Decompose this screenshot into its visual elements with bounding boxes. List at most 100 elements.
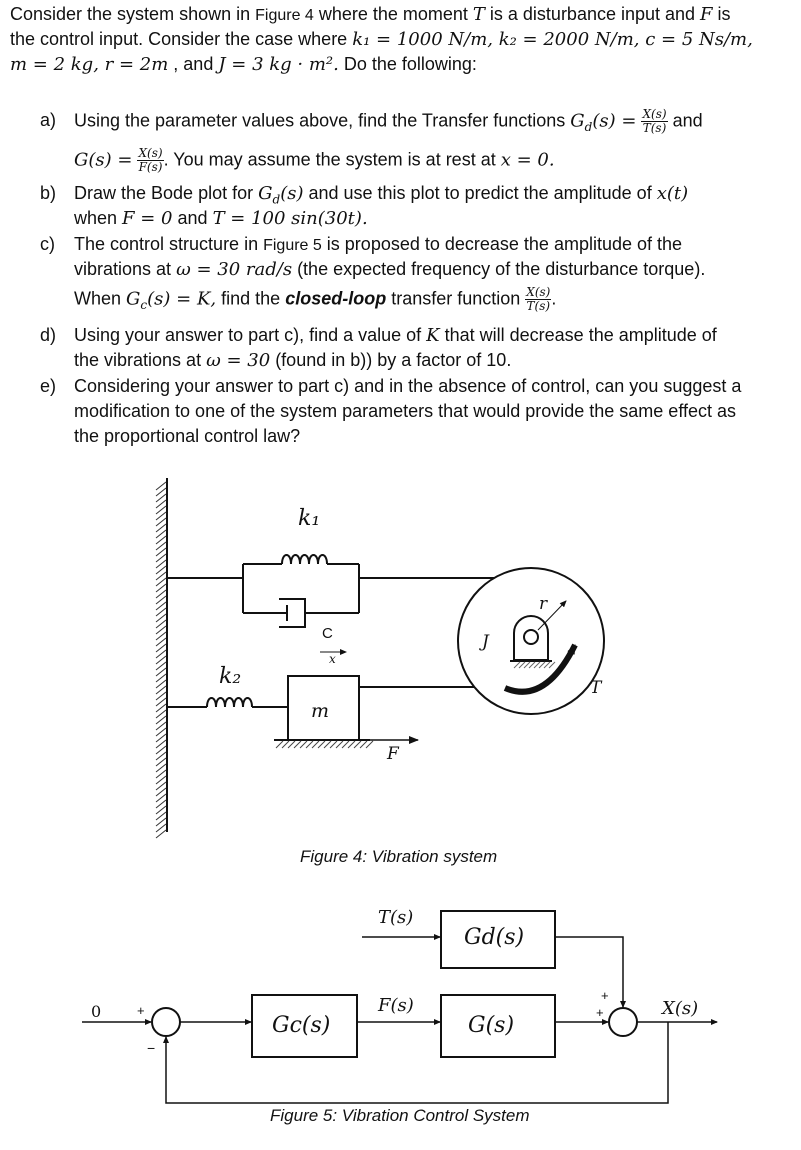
- label-T-input: T(s): [378, 907, 414, 928]
- math-F0: F = 0: [122, 208, 173, 229]
- label-c: C: [322, 625, 333, 642]
- part-text: The control structure in: [74, 234, 264, 254]
- hatch-line: [155, 631, 167, 641]
- part-text: . You may assume the system is at rest a…: [163, 149, 501, 170]
- figure-5-caption: Figure 5: Vibration Control System: [270, 1106, 530, 1125]
- math-params: m = 2 kg, r = 2m: [10, 54, 169, 75]
- hatch-line: [155, 601, 167, 611]
- hatch-line: [353, 740, 362, 749]
- hatch-line: [155, 763, 167, 773]
- hatch-line: [155, 637, 167, 647]
- hatch-line: [513, 661, 521, 669]
- part-e-line-3: the proportional control law?: [74, 426, 301, 446]
- hatch-line: [155, 655, 167, 665]
- hatch-line: [317, 740, 326, 749]
- hatch-line: [155, 505, 167, 515]
- frac-num: X(s): [641, 107, 668, 122]
- hatch-line: [155, 613, 167, 623]
- math-sub: c: [140, 297, 148, 312]
- hatch-line: [281, 740, 290, 749]
- hatch-line: [155, 583, 167, 593]
- hatch-line: [523, 661, 531, 669]
- label-k2: k₂: [219, 664, 242, 689]
- math-Gd: G: [258, 183, 273, 204]
- hatch-line: [155, 499, 167, 509]
- part-b-line-2: when F = 0 and T = 100 sin(30t).: [74, 206, 368, 231]
- hatch-line: [155, 805, 167, 815]
- part-b-label: b): [40, 183, 57, 203]
- pivot-support: [510, 615, 552, 662]
- hatch-line: [335, 740, 344, 749]
- hatch-line: [155, 487, 167, 497]
- hatch-line: [155, 823, 167, 833]
- hatch-line: [155, 595, 167, 605]
- math-args: (s) = K,: [147, 288, 217, 310]
- part-c-line-3: When Gc(s) = K, find the closed-loop tra…: [74, 286, 556, 317]
- hatch-line: [155, 721, 167, 731]
- hatch-line: [155, 589, 167, 599]
- frac-den: T(s): [642, 121, 667, 135]
- label-x: x: [329, 652, 336, 666]
- hatch-line: [155, 817, 167, 827]
- hatch-line: [155, 697, 167, 707]
- part-d-line-2: the vibrations at ω = 30 (found in b)) b…: [74, 348, 511, 373]
- hatch-line: [155, 799, 167, 809]
- part-text: when: [74, 208, 123, 228]
- intro-text: Do the following:: [338, 54, 477, 74]
- hatch-line: [155, 739, 167, 749]
- sign-plus-1: +: [137, 1003, 145, 1018]
- math-params: J = 3 kg · m².: [218, 54, 339, 75]
- hatch-line: [155, 565, 167, 575]
- math-x0: x = 0.: [500, 149, 555, 171]
- intro-text: is a disturbance input and: [484, 4, 701, 24]
- label-k1: k₁: [298, 506, 321, 531]
- part-text: .: [551, 288, 557, 309]
- hatch-line: [533, 661, 541, 669]
- label-zero: 0: [91, 1002, 102, 1021]
- intro-text: the control input. Consider the case whe…: [10, 29, 353, 49]
- hatch-line: [155, 727, 167, 737]
- part-text: and: [172, 208, 213, 228]
- part-text: (the expected frequency of the disturban…: [292, 259, 706, 279]
- intro-line-1: Consider the system shown in Figure 4 wh…: [10, 2, 731, 28]
- hatch-line: [155, 577, 167, 587]
- hatch-line: [155, 673, 167, 683]
- part-text: When: [74, 288, 127, 309]
- hatch-line: [305, 740, 314, 749]
- label-F: F: [387, 744, 399, 764]
- figure-5-diagram: [151, 910, 638, 1058]
- hatch-line: [155, 787, 167, 797]
- part-d-line-1: Using your answer to part c), find a val…: [74, 323, 717, 348]
- damper-c: [243, 598, 359, 628]
- part-text: Using the parameter values above, find t…: [74, 110, 571, 131]
- hatch-line: [528, 661, 536, 669]
- part-text: the vibrations at: [74, 350, 207, 370]
- pulley-disk: [457, 567, 605, 715]
- math-omega: ω = 30: [206, 350, 271, 371]
- signal-feedback: [163, 1022, 669, 1104]
- math-G: G(s) =: [74, 149, 133, 171]
- part-a-line-1: Using the parameter values above, find t…: [74, 108, 703, 139]
- sign-plus-2: +: [596, 1005, 604, 1020]
- label-X-output: X(s): [662, 998, 699, 1019]
- hatch-line: [287, 740, 296, 749]
- math-Gc: G: [126, 288, 141, 310]
- hatch-line: [155, 781, 167, 791]
- hatch-line: [347, 740, 356, 749]
- frac-num: X(s): [525, 285, 552, 300]
- part-c-line-2: vibrations at ω = 30 rad/s (the expected…: [74, 257, 705, 282]
- hatch-line: [155, 535, 167, 545]
- hatch-line: [155, 733, 167, 743]
- hatch-line: [155, 685, 167, 695]
- fraction-x-over-f: X(s)F(s): [137, 147, 164, 174]
- hatch-line: [155, 559, 167, 569]
- math-K: K: [426, 325, 440, 346]
- hatch-line: [299, 740, 308, 749]
- hatch-line: [155, 811, 167, 821]
- part-text: is proposed to decrease the amplitude of…: [321, 234, 683, 254]
- math-F: F: [700, 4, 713, 25]
- hatch-line: [543, 661, 551, 669]
- block-g-label: G(s): [468, 1013, 515, 1038]
- figure-ref: Figure 4: [255, 7, 314, 24]
- part-e-line-1: Considering your answer to part c) and i…: [74, 376, 742, 396]
